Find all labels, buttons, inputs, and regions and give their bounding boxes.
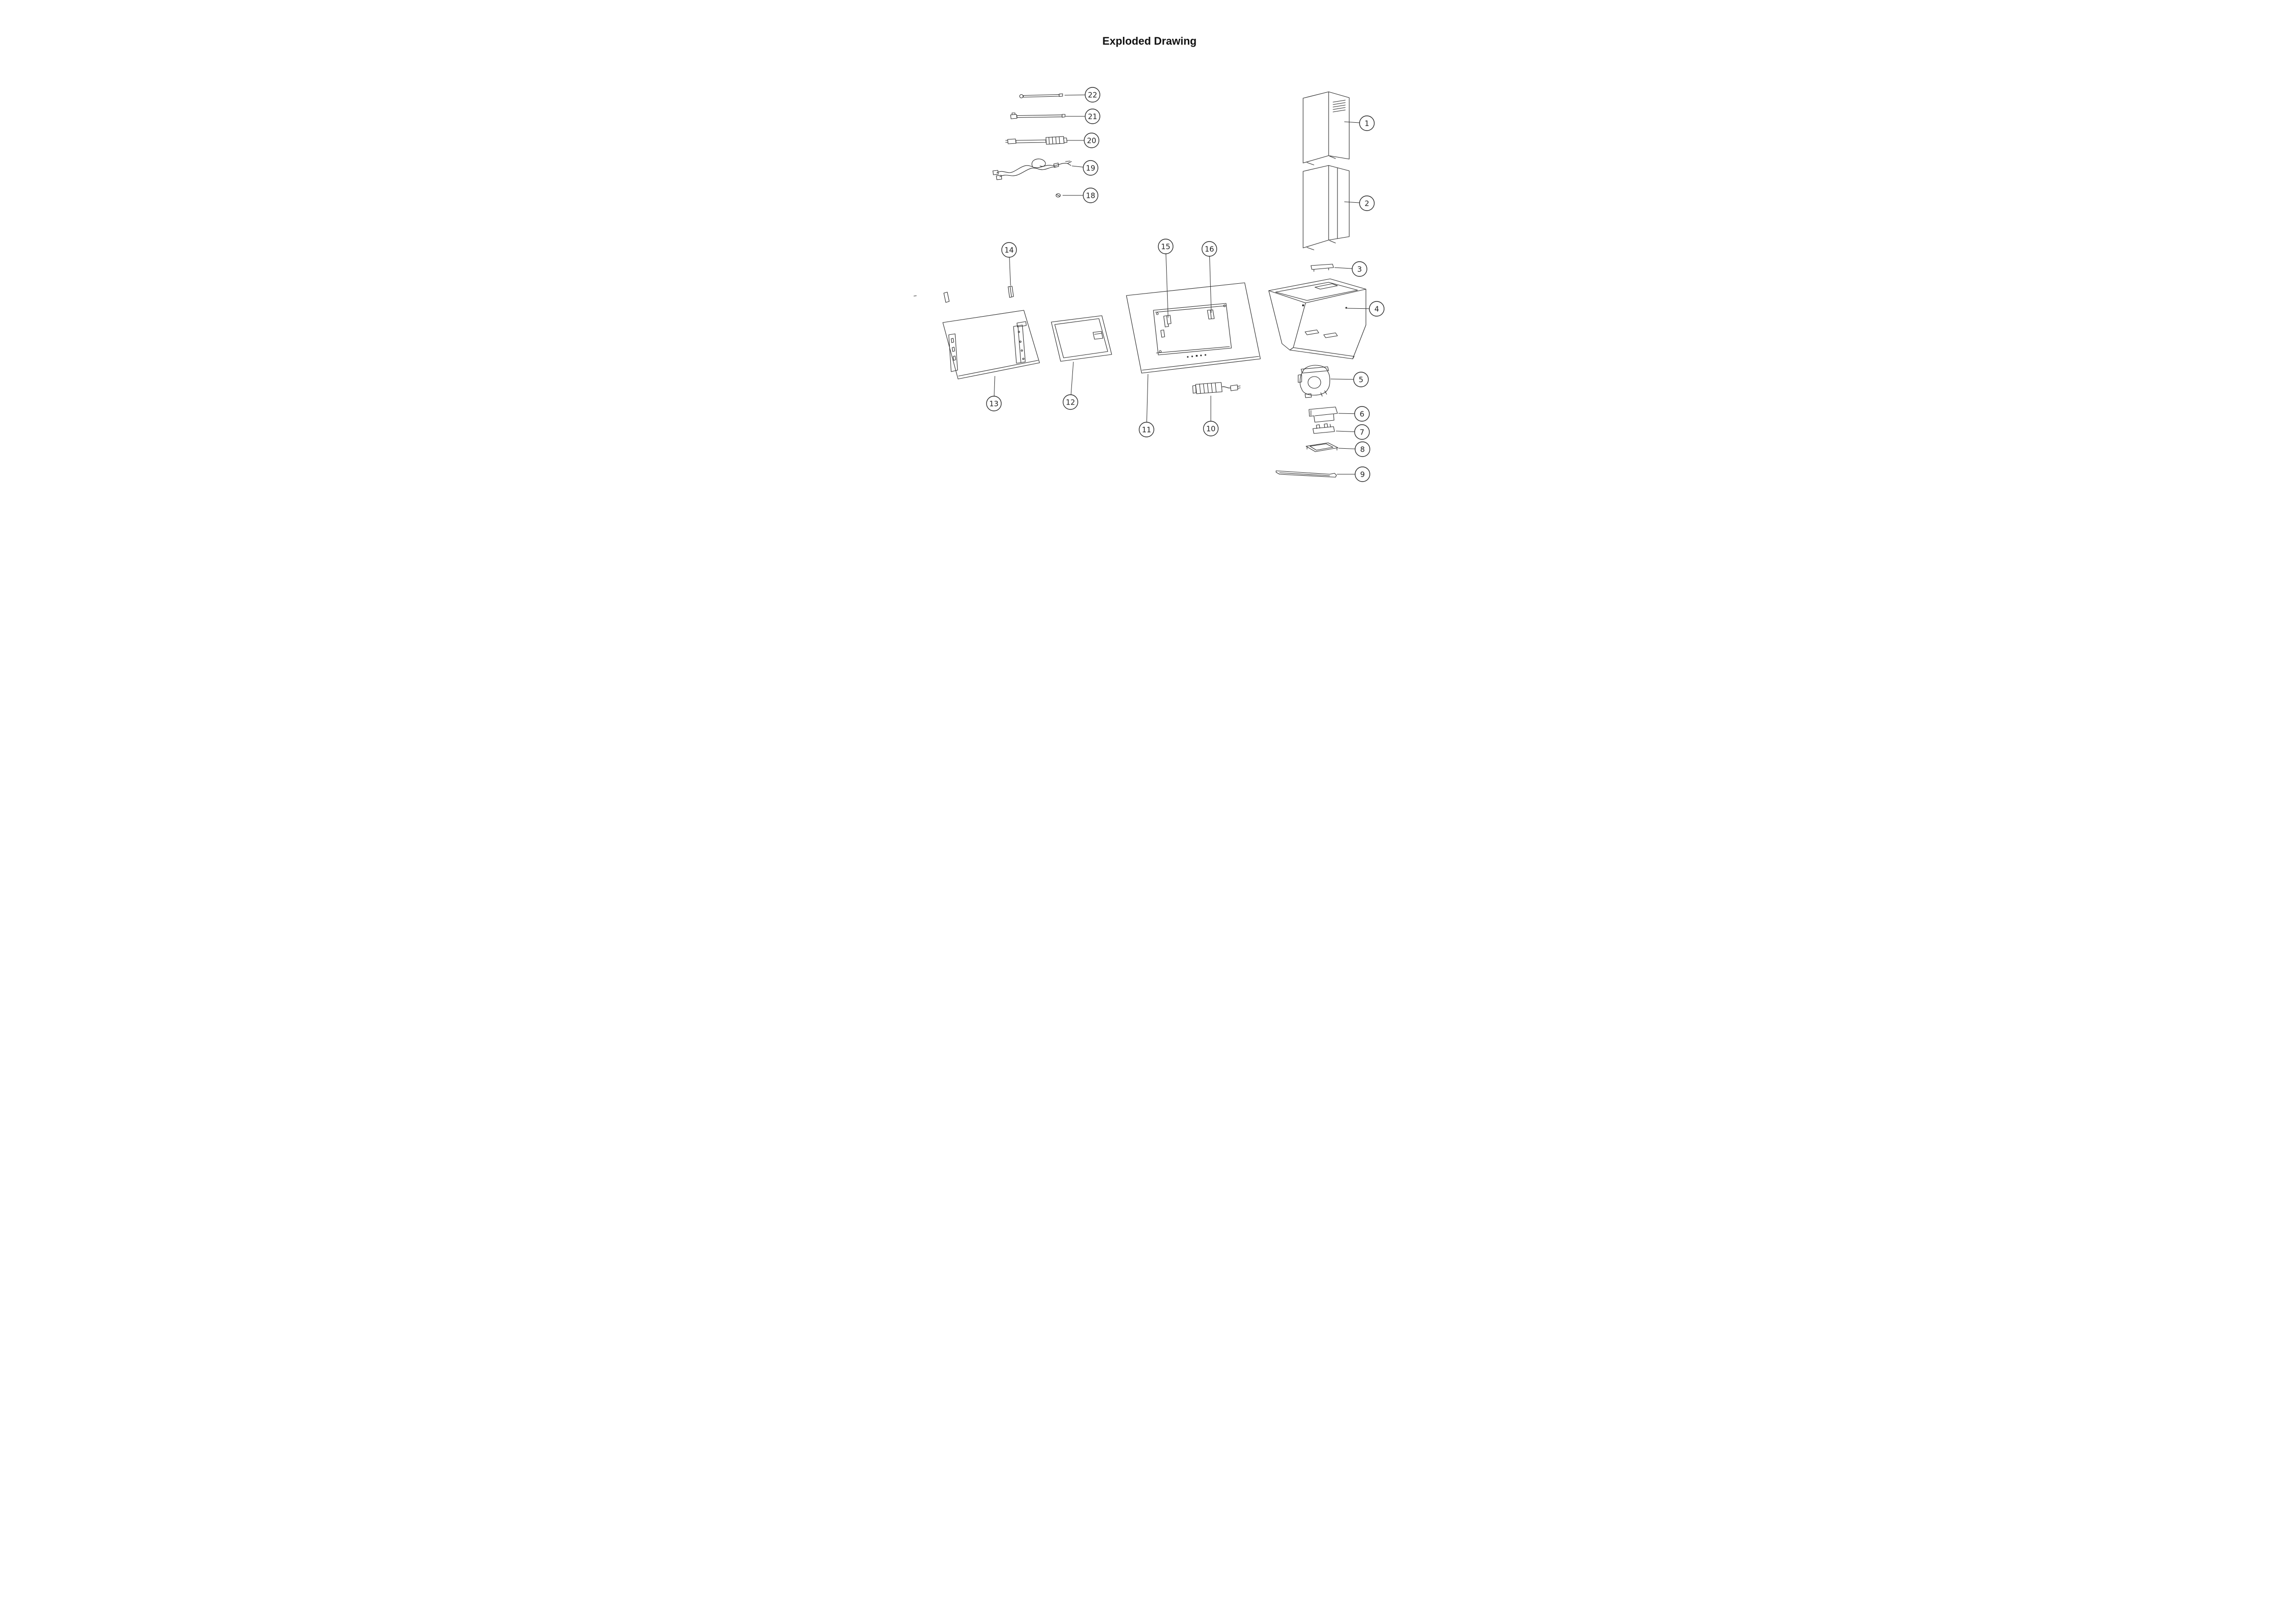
callout-number: 19 (1086, 164, 1095, 173)
callout-15: 15 (1158, 239, 1174, 318)
callout-16: 16 (1201, 241, 1217, 313)
callout-circle (1352, 261, 1367, 277)
part-front-panel (1126, 282, 1261, 374)
callout-number: 3 (1357, 265, 1362, 274)
callout-circle (1085, 108, 1100, 124)
callout-leader-line (1165, 246, 1169, 318)
callout-circle (1353, 372, 1369, 387)
page: Exploded Drawing (765, 0, 1531, 541)
callout-circle (1354, 424, 1370, 440)
callout-number: 6 (1360, 410, 1364, 419)
part-mounting-pin-small (913, 292, 950, 303)
part-hinge-pin-long (1019, 93, 1063, 99)
callout-5: 5 (1330, 372, 1369, 387)
part-main-housing (1268, 278, 1366, 359)
part-clamp (1312, 423, 1335, 434)
part-mounting-pin (1008, 286, 1014, 298)
part-blower-motor (1298, 365, 1331, 398)
callout-circle (1083, 188, 1098, 203)
callout-circle (1354, 406, 1370, 422)
callout-number: 21 (1088, 112, 1097, 121)
callout-circle (1359, 195, 1375, 211)
callout-number: 15 (1161, 243, 1170, 251)
callout-circle (1203, 421, 1219, 436)
callout-number: 7 (1360, 428, 1364, 437)
callout-19: 19 (1071, 160, 1098, 176)
callout-number: 9 (1360, 470, 1365, 479)
callout-circle (1139, 422, 1154, 437)
callout-number: 13 (989, 400, 998, 408)
callout-circle (1201, 241, 1217, 257)
callout-number: 22 (1088, 91, 1097, 100)
part-lower-chimney (1303, 165, 1350, 250)
callout-circle (1369, 301, 1385, 317)
part-frame-bracket (1306, 442, 1338, 452)
callout-number: 5 (1359, 376, 1363, 384)
callout-number: 20 (1087, 136, 1096, 145)
page-title: Exploded Drawing (1102, 35, 1197, 47)
part-screw (1055, 193, 1061, 198)
part-trim-strip (1276, 470, 1337, 478)
part-motor-bracket (1308, 406, 1338, 423)
callout-21: 21 (1066, 108, 1100, 124)
callout-circle (1085, 87, 1100, 103)
callout-number: 14 (1004, 246, 1014, 255)
callout-circle (1083, 160, 1098, 176)
callout-circle (1158, 239, 1174, 254)
callout-20: 20 (1067, 133, 1099, 148)
callout-circle (1084, 133, 1099, 148)
callout-number: 8 (1360, 445, 1365, 454)
callout-number: 10 (1206, 425, 1215, 433)
part-back-panel (942, 310, 1040, 379)
callout-22: 22 (1064, 87, 1100, 103)
callout-9: 9 (1337, 466, 1370, 482)
part-rod-with-plug (1010, 112, 1066, 119)
callout-circle (1359, 115, 1375, 131)
callout-circle (1001, 242, 1017, 258)
callout-13: 13 (986, 376, 1002, 411)
callout-number: 1 (1364, 119, 1369, 128)
part-mounting-bracket (1310, 264, 1334, 272)
exploded-drawing-canvas: Exploded Drawing (913, 35, 1385, 482)
parts-layer (913, 91, 1366, 478)
part-capacitor (1192, 382, 1241, 394)
callout-circle (1355, 466, 1370, 482)
callout-4: 4 (1347, 301, 1385, 317)
callout-3: 3 (1334, 261, 1367, 277)
callout-8: 8 (1338, 441, 1370, 457)
part-wiring-harness (992, 159, 1072, 180)
callout-number: 12 (1066, 398, 1075, 407)
callout-14: 14 (1001, 242, 1017, 286)
callout-number: 16 (1204, 245, 1214, 254)
callout-7: 7 (1335, 424, 1370, 440)
callout-18: 18 (1063, 188, 1098, 203)
callout-circle (986, 396, 1002, 411)
callout-11: 11 (1139, 374, 1154, 437)
callout-number: 4 (1374, 305, 1379, 314)
callout-10: 10 (1203, 396, 1219, 436)
part-upper-chimney (1303, 91, 1350, 165)
part-grease-filter (1051, 315, 1112, 362)
part-lamp-tube (1005, 136, 1068, 145)
callout-leader-line (1146, 374, 1148, 430)
callout-1: 1 (1344, 115, 1375, 131)
callout-circle (1355, 441, 1370, 457)
callout-number: 2 (1364, 199, 1369, 208)
callout-12: 12 (1063, 361, 1078, 410)
callout-6: 6 (1338, 406, 1370, 422)
callout-number: 18 (1086, 191, 1095, 200)
callout-circle (1063, 394, 1078, 410)
callout-leader-line (1209, 248, 1212, 313)
callout-number: 11 (1142, 426, 1151, 434)
callout-2: 2 (1344, 195, 1375, 211)
